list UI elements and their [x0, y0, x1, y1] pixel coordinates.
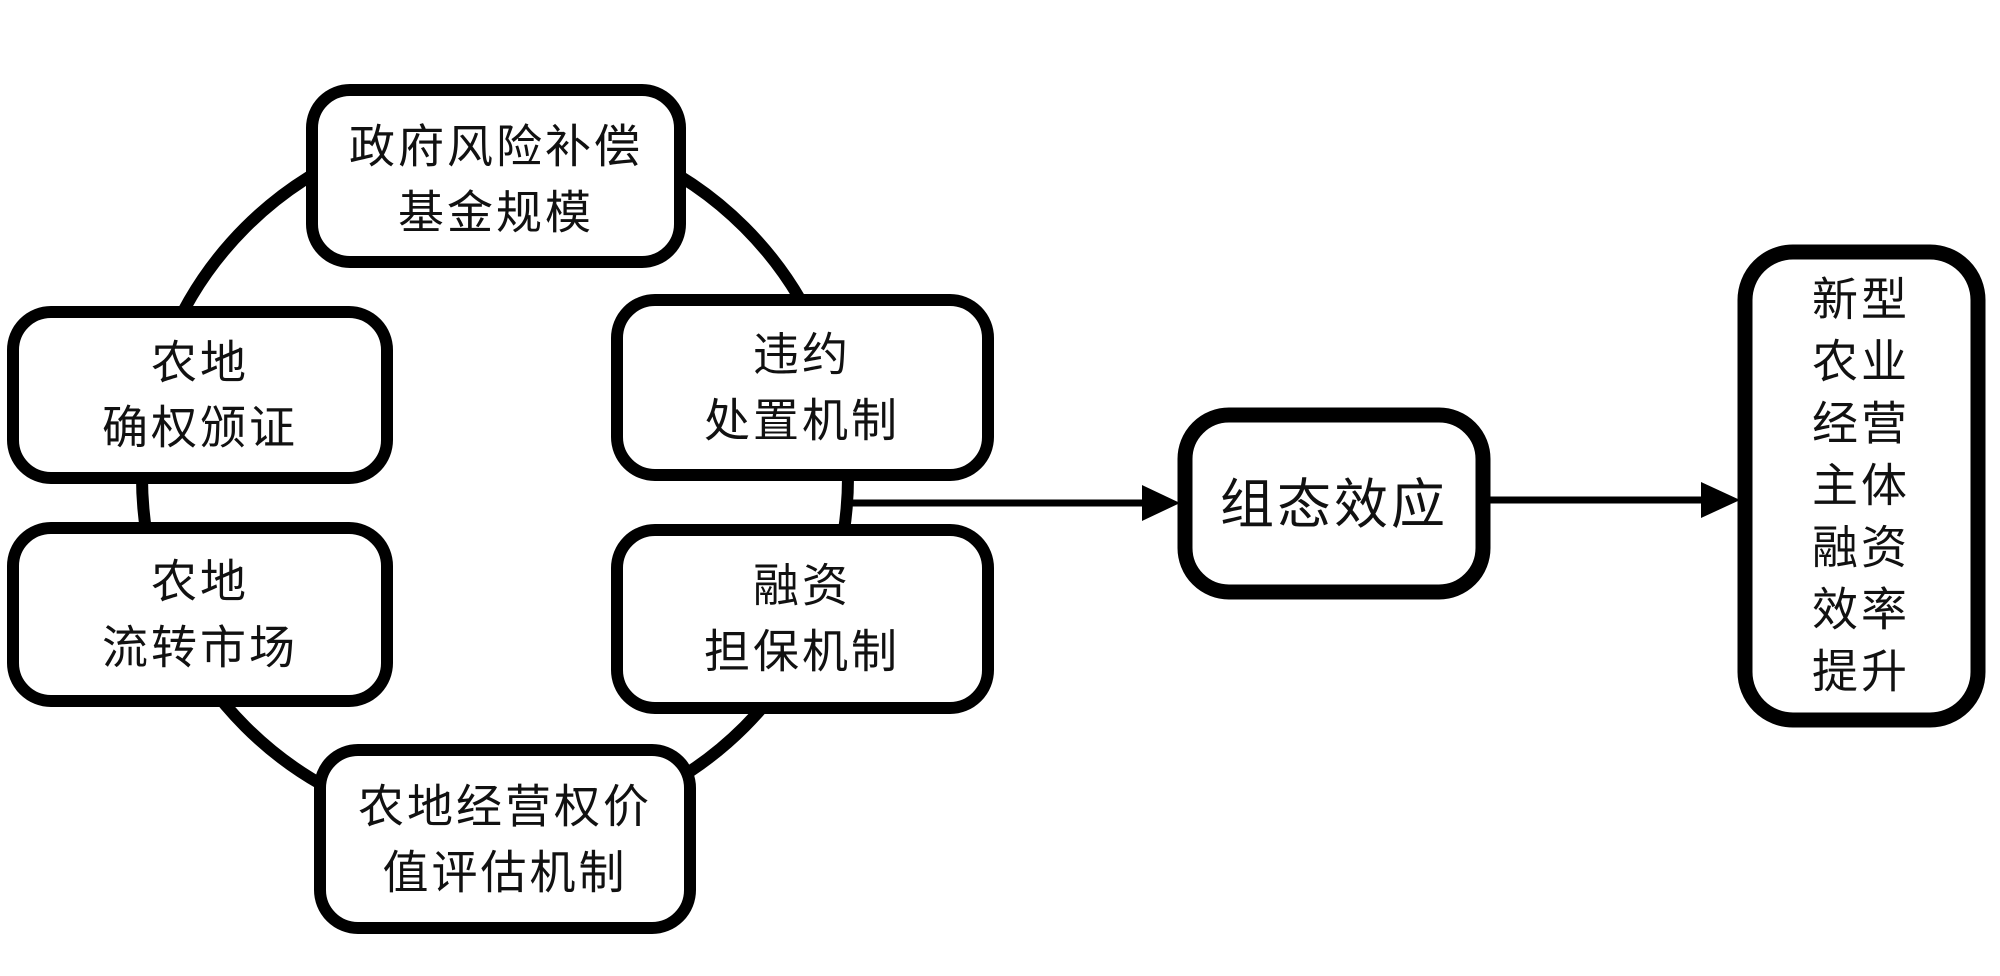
arrowhead-icon — [1701, 482, 1740, 518]
box-government-risk-compensation-fund-scale: 政府风险补偿 基金规模 — [306, 84, 686, 268]
box-outline — [306, 84, 686, 268]
outcome-label-line: 农业 — [1812, 337, 1910, 388]
box-label-line: 农地 — [151, 338, 249, 389]
box-financing-guarantee-mechanism: 融资 担保机制 — [611, 524, 994, 714]
box-farmland-right-value-assessment: 农地经营权价 值评估机制 — [314, 744, 696, 934]
box-outline — [1177, 407, 1491, 600]
box-label-line: 农地 — [151, 557, 249, 608]
box-label-line: 处置机制 — [704, 396, 900, 447]
box-financing-efficiency-improvement: 新型 农业 经营 主体 融资 效率 提升 — [1737, 244, 1986, 728]
outcome-label-line: 效率 — [1812, 585, 1910, 636]
box-configuration-effect: 组态效应 — [1177, 407, 1491, 600]
arrowhead-icon — [1142, 485, 1180, 521]
box-farmland-transfer-market: 农地 流转市场 — [7, 522, 393, 707]
box-label-line: 政府风险补偿 — [349, 122, 643, 173]
box-label-line: 值评估机制 — [383, 848, 628, 899]
outcome-label-line: 主体 — [1812, 461, 1910, 512]
box-outline — [611, 524, 994, 714]
box-outline — [1737, 244, 1986, 728]
outcome-label-line: 新型 — [1812, 275, 1910, 326]
outcome-label-line: 经营 — [1812, 399, 1910, 450]
box-outline — [7, 522, 393, 707]
box-label-line: 流转市场 — [102, 623, 298, 674]
box-farmland-rights-certification: 农地 确权颁证 — [7, 306, 393, 484]
box-label-line: 违约 — [753, 330, 851, 381]
box-default-disposal-mechanism: 违约 处置机制 — [611, 294, 994, 481]
box-label-line: 确权颁证 — [102, 403, 298, 454]
arrow-conditions-to-mediator — [851, 485, 1180, 521]
box-outline — [314, 744, 696, 934]
outcome-label-line: 提升 — [1812, 647, 1910, 698]
arrow-mediator-to-outcome — [1483, 482, 1740, 518]
box-outline — [611, 294, 994, 481]
box-label-line: 融资 — [753, 561, 851, 612]
box-label-line: 基金规模 — [398, 188, 594, 239]
box-label-line: 农地经营权价 — [358, 782, 652, 833]
box-outline — [7, 306, 393, 484]
box-label-line: 担保机制 — [704, 627, 900, 678]
outcome-label-line: 融资 — [1812, 523, 1910, 574]
mediator-label: 组态效应 — [1220, 475, 1448, 535]
